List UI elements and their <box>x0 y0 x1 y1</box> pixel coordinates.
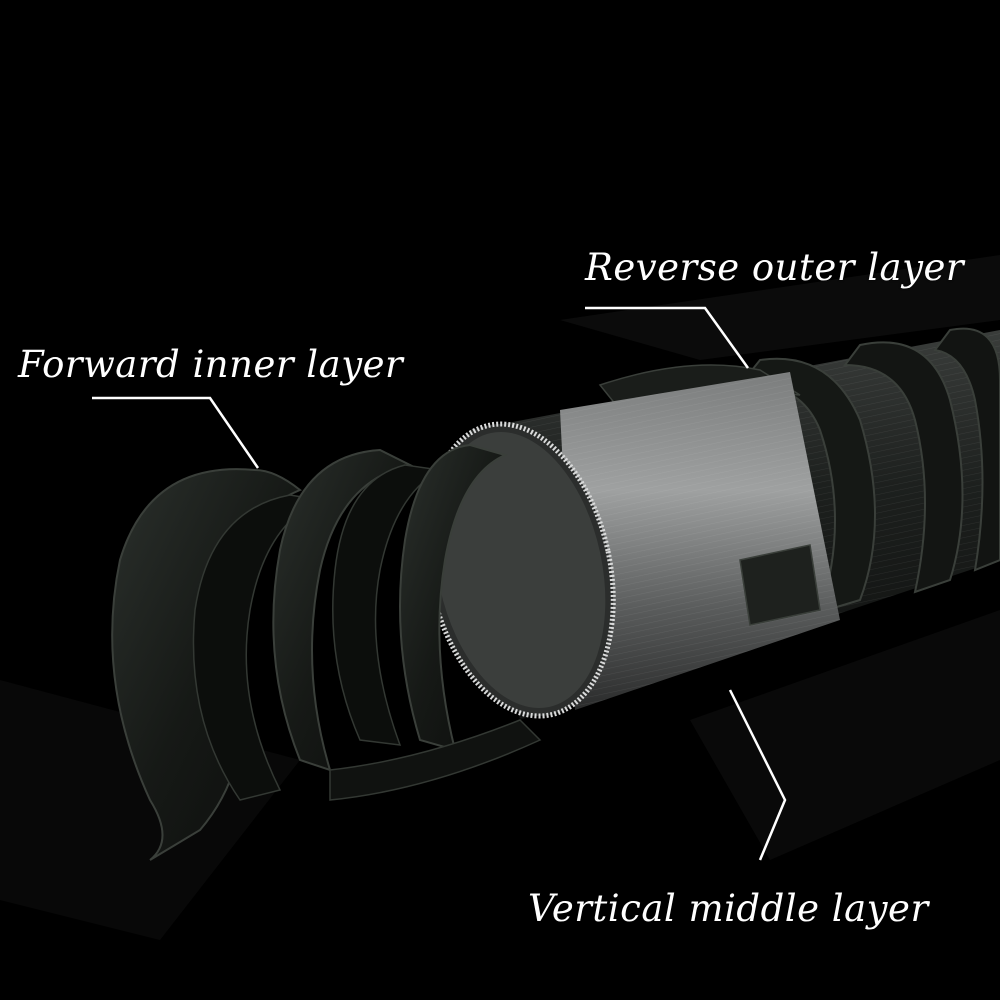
background-shard <box>690 610 1000 860</box>
callout-line-reverse-outer <box>585 306 750 369</box>
label-reverse-outer-layer: Reverse outer layer <box>585 246 965 289</box>
label-forward-inner-layer: Forward inner layer <box>18 343 404 386</box>
forward-inner-ribbons <box>111 443 542 861</box>
label-vertical-middle-layer: Vertical middle layer <box>528 887 929 930</box>
callout-line-vertical-middle <box>728 689 787 861</box>
callout-line-forward-inner <box>92 396 260 469</box>
background-shard <box>560 255 1000 360</box>
rod-core-fibers <box>560 372 840 710</box>
vertical-middle-notch <box>739 544 821 626</box>
